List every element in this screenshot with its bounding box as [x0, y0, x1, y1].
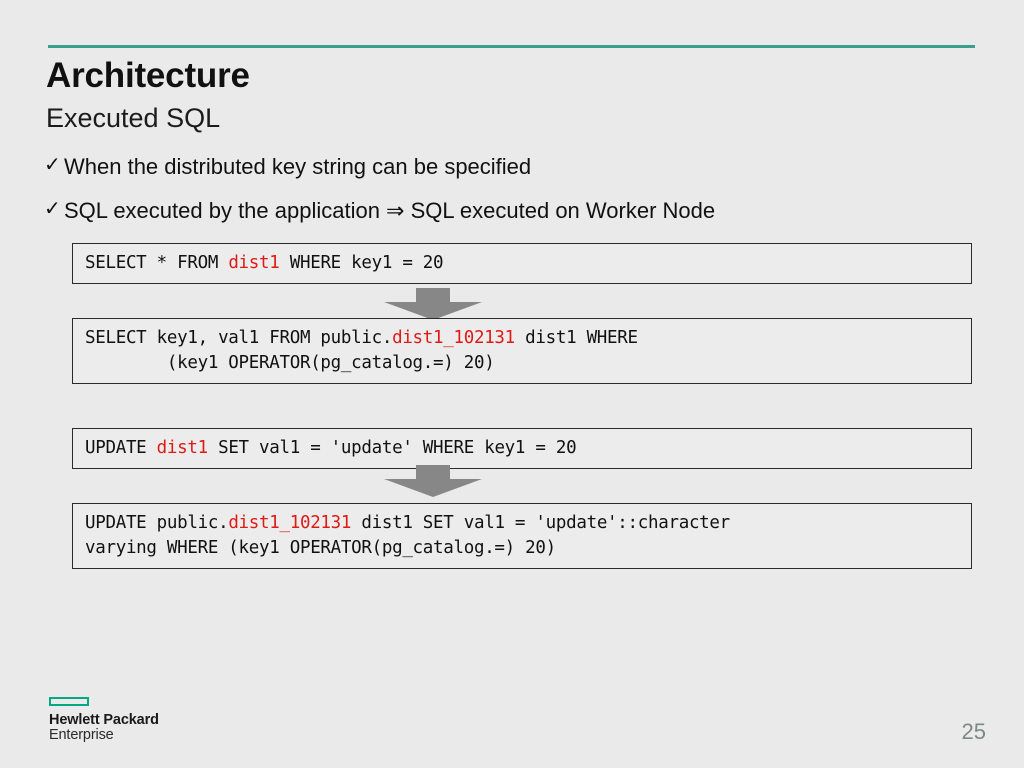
code-text: dist1 WHERE	[514, 328, 638, 348]
code-text: SELECT * FROM	[85, 253, 229, 273]
list-item: ✓ SQL executed by the application ⇒ SQL …	[44, 198, 984, 223]
code-table-name: dist1	[156, 438, 208, 458]
page-title: Architecture	[46, 56, 250, 95]
hpe-logo: Hewlett Packard Enterprise	[49, 697, 229, 744]
code-table-name: dist1	[228, 253, 280, 273]
code-block-update-app: UPDATE dist1 SET val1 = 'update' WHERE k…	[72, 428, 972, 469]
page-subtitle: Executed SQL	[46, 103, 221, 133]
checkmark-icon: ✓	[44, 198, 61, 221]
arrow-select-icon	[378, 288, 488, 320]
code-text: dist1 SET val1 = 'update'::character	[351, 513, 730, 533]
checkmark-icon: ✓	[44, 154, 61, 176]
code-table-name: dist1_102131	[228, 513, 352, 533]
code-block-update-worker: UPDATE public.dist1_102131 dist1 SET val…	[72, 503, 972, 569]
page-number: 25	[961, 719, 986, 744]
code-text: UPDATE public.	[85, 513, 229, 533]
title-rule	[48, 45, 975, 48]
code-text: SELECT key1, val1 FROM public.	[85, 328, 393, 348]
code-text: UPDATE	[85, 438, 157, 458]
hpe-bar-icon	[49, 697, 89, 706]
bullet-text: When the distributed key string can be s…	[64, 154, 532, 179]
bullet-text: SQL executed by the application ⇒ SQL ex…	[64, 198, 716, 224]
code-text: SET val1 = 'update' WHERE key1 = 20	[207, 438, 577, 458]
code-block-select-app: SELECT * FROM dist1 WHERE key1 = 20	[72, 243, 972, 284]
code-block-select-worker: SELECT key1, val1 FROM public.dist1_1021…	[72, 318, 972, 384]
code-text-line2: varying WHERE (key1 OPERATOR(pg_catalog.…	[85, 537, 556, 558]
list-item: ✓ When the distributed key string can be…	[44, 154, 984, 179]
code-text: WHERE key1 = 20	[279, 253, 444, 273]
arrow-update-icon	[378, 465, 488, 497]
bullet-list: ✓ When the distributed key string can be…	[44, 154, 984, 243]
logo-line-2: Enterprise	[49, 727, 114, 744]
code-table-name: dist1_102131	[392, 328, 515, 348]
code-text-line2: (key1 OPERATOR(pg_catalog.=) 20)	[85, 352, 495, 373]
logo-line-1: Hewlett Packard	[49, 712, 159, 728]
